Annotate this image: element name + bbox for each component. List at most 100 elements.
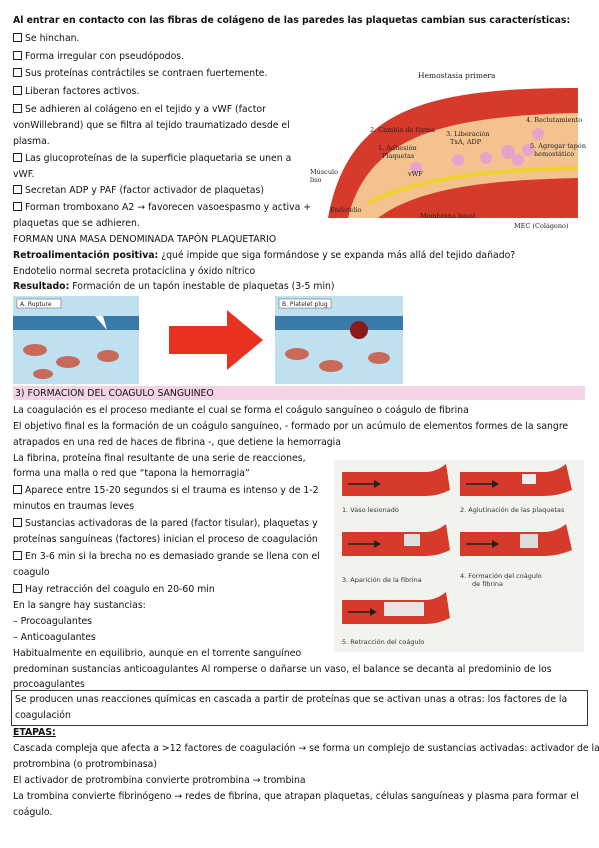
vessel <box>460 524 572 556</box>
clot <box>520 534 538 548</box>
figure-label: 4. Reclutamiento <box>526 116 582 124</box>
paragraph: La coagulación es el proceso mediante el… <box>13 405 469 416</box>
stage-2: 2. Aglutinación de las plaquetas <box>460 464 572 514</box>
paragraph: Habitualmente en equilibrio, aunque en e… <box>13 648 302 659</box>
rupture-figure: A. Rupture B. Platelet plug <box>13 296 403 384</box>
stage-3: 3. Aparición de la fibrina <box>342 524 450 584</box>
etapas-heading: ETAPAS: <box>13 727 56 738</box>
paragraph: Resultado: Formación de un tapón inestab… <box>13 281 335 292</box>
panel-b-label-box <box>278 298 332 309</box>
paragraph: En la sangre hay sustancias: <box>13 600 146 611</box>
figure-label: MEC (Colágeno) <box>514 222 569 230</box>
figure-label: 5. Agregar tapón <box>530 142 586 150</box>
panel-b-label: B. Platelet plug <box>282 301 328 308</box>
bullet-item: Sus proteínas contráctiles se contraen f… <box>13 68 267 80</box>
checkbox-icon <box>13 485 22 494</box>
checkbox-icon <box>13 33 22 42</box>
checkbox-icon <box>13 584 22 593</box>
section-title: 3) FORMACION DEL COAGULO SANGUINEO <box>15 388 214 399</box>
bullet-continuation: vonWillebrand) que se filtra al tejido t… <box>13 120 290 131</box>
fibrin <box>404 534 420 546</box>
stage-label: 1. Vaso lesionado <box>342 506 399 514</box>
panel-a-label: A. Rupture <box>20 301 52 308</box>
figure-label: Músculo <box>310 168 338 176</box>
paragraph: coágulo. <box>13 807 53 818</box>
bullet-continuation: coagulo <box>13 567 50 578</box>
arrow-right-icon <box>169 310 263 370</box>
figure-title: Hemostasia primera <box>418 71 496 80</box>
figure-label: vWF <box>407 170 423 178</box>
checkbox-icon <box>13 68 22 77</box>
highlight-box <box>11 690 588 726</box>
vessel-wall <box>13 316 139 330</box>
platelet <box>480 152 492 164</box>
bullet-item: Liberan factores activos. <box>13 86 139 98</box>
bullet-item: Secretan ADP y PAF (factor activador de … <box>13 185 264 197</box>
figure-label: 2. Cambio de forma <box>370 126 435 134</box>
stage-4: 4. Formación del coágulo de fibrina <box>460 524 572 588</box>
bullet-item: Se adhieren al colágeno en el tejido y a… <box>13 104 266 116</box>
paragraph: procoagulantes <box>13 679 85 690</box>
checkbox-icon <box>13 104 22 113</box>
stage-1: 1. Vaso lesionado <box>342 464 450 514</box>
vessel-wall-inner <box>378 178 578 218</box>
platelet-cluster <box>522 474 536 484</box>
rupture-gap <box>95 316 107 330</box>
platelet <box>452 154 464 166</box>
highlight-text: coagulación <box>15 710 71 721</box>
paragraph: Retroalimentación positiva: ¿qué impide … <box>13 250 516 261</box>
bullet-continuation: plasma. <box>13 136 50 147</box>
arrowhead-icon <box>492 480 499 488</box>
figure-label: Membrana basal <box>420 212 475 220</box>
platelet <box>410 162 422 174</box>
list-item: – Anticoagulantes <box>13 632 96 643</box>
paragraph: predominan sustancias anticoagulantes Al… <box>13 664 552 675</box>
stage-label: 5. Retracción del coágulo <box>342 638 424 646</box>
red-cell <box>33 369 53 379</box>
coagulation-figure: 1. Vaso lesionado 2. Aglutinación de las… <box>334 460 584 652</box>
red-cell <box>319 360 343 372</box>
checkbox-icon <box>13 185 22 194</box>
red-cell <box>368 352 390 364</box>
panel-a-label-box <box>16 298 62 309</box>
stage-label: 3. Aparición de la fibrina <box>342 576 422 584</box>
paragraph: El activador de protrombina convierte pr… <box>13 775 306 786</box>
red-cell <box>56 356 80 368</box>
checkbox-icon <box>13 551 22 560</box>
vessel <box>460 464 572 496</box>
paragraph: forma una malla o red que “tapona la hem… <box>13 468 250 479</box>
bullet-item: Forma irregular con pseudópodos. <box>13 51 184 63</box>
paragraph: protrombina (o protrombinasa) <box>13 759 157 770</box>
stage-label: 4. Formación del coágulo <box>460 572 542 580</box>
section-bar <box>13 386 585 400</box>
figure-label: liso <box>310 176 321 184</box>
checkbox-icon <box>13 51 22 60</box>
checkbox-icon <box>13 202 22 211</box>
list-item: – Procoagulantes <box>13 616 93 627</box>
hemostasia-figure: Hemostasia primera 4. Reclutamiento 2. C… <box>310 71 586 230</box>
bullet-item: Las glucoproteínas de la superficie plaq… <box>13 153 291 165</box>
figure-label: Plaquetas <box>382 152 414 160</box>
vessel-wall <box>275 316 403 330</box>
paragraph: Cascada compleja que afecta a >12 factor… <box>13 743 599 754</box>
bullet-item: Forman tromboxano A2 → favorecen vasoesp… <box>13 202 311 214</box>
platelet-plug <box>350 321 368 339</box>
arrowhead-icon <box>370 608 377 616</box>
platelet <box>522 144 534 156</box>
bullet-item: Se hinchan. <box>13 33 80 45</box>
bullet-continuation: proteínas sanguíneas (factores) inician … <box>13 534 318 545</box>
checkbox-icon <box>13 86 22 95</box>
paragraph: Endotelio normal secreta protaciclina y … <box>13 266 256 277</box>
figure-label: 1. Adhesión <box>378 144 417 152</box>
bullet-item: Hay retracción del coagulo en 20-60 min <box>13 584 215 596</box>
paragraph: El objetivo final es la formación de un … <box>13 421 569 432</box>
arrowhead-icon <box>374 480 381 488</box>
vessel <box>342 524 450 556</box>
platelet <box>512 154 524 166</box>
checkbox-icon <box>13 518 22 527</box>
platelet <box>532 128 544 140</box>
figure-label: TxA, ADP <box>450 138 482 146</box>
bullet-continuation: minutos en traumas leves <box>13 501 135 512</box>
retracted-clot <box>384 602 424 616</box>
stage-5: 5. Retracción del coágulo <box>342 592 450 646</box>
